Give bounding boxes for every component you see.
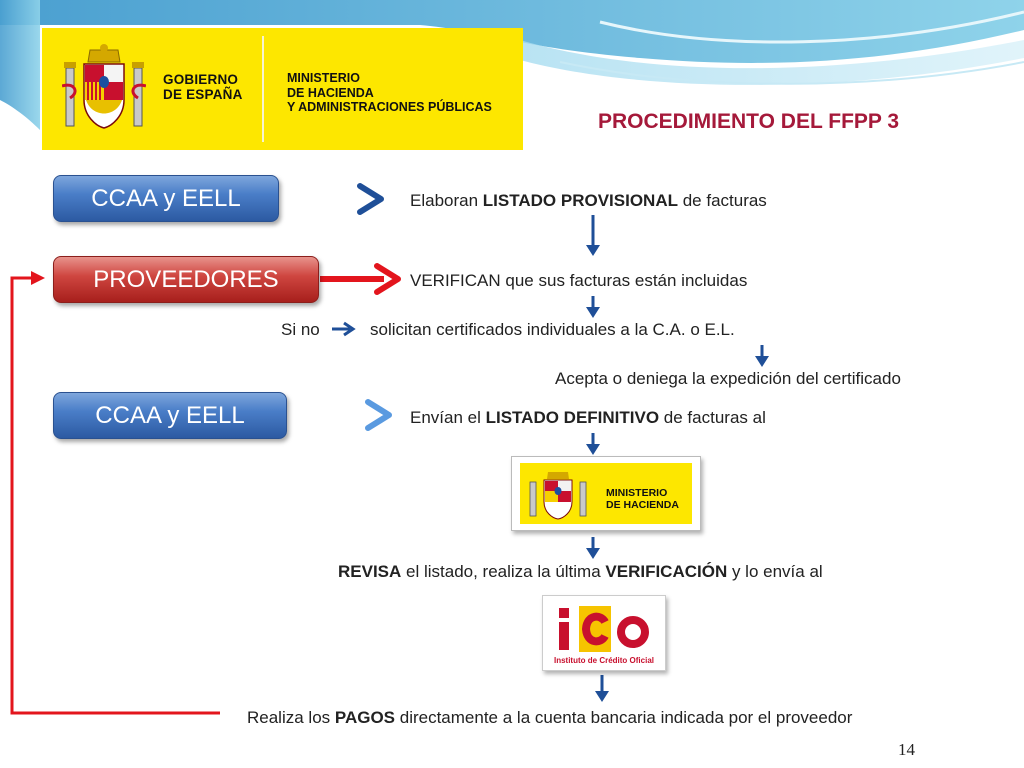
step-3-condition: Si no (281, 320, 320, 339)
arrow-proveedores (320, 263, 401, 295)
arrow-si-no (332, 321, 356, 337)
page-number: 14 (898, 740, 915, 759)
down-arrow-3 (755, 345, 769, 367)
arrow-ccaa-2 (288, 399, 392, 431)
step-6-bold-2: VERIFICACIÓN (605, 562, 728, 581)
banner-divider (262, 36, 264, 142)
ministerio-line-2: DE HACIENDA (287, 85, 374, 100)
step-6-post: y lo envía al (727, 562, 823, 581)
step-7-post: directamente a la cuenta bancaria indica… (395, 708, 853, 727)
actor-ccaa-eell-1: CCAA y EELL (53, 175, 279, 222)
ministerio-hacienda-logo-background: MINISTERIO DE HACIENDA (520, 463, 692, 524)
step-4-text: Acepta o deniega la expedición del certi… (555, 369, 901, 388)
gobierno-line-1: GOBIERNO (163, 72, 239, 87)
ministerio-hacienda-logo: MINISTERIO DE HACIENDA (511, 456, 701, 531)
step-7-pre: Realiza los (247, 708, 335, 727)
gobierno-line-2: DE ESPAÑA (163, 87, 243, 102)
down-arrow-1 (586, 215, 600, 256)
ico-logo: Instituto de Crédito Oficial (542, 595, 666, 671)
gobierno-text: GOBIERNO DE ESPAÑA (163, 72, 243, 102)
down-arrow-6 (595, 675, 609, 702)
step-5-pre: Envían el (410, 408, 486, 427)
arrow-ccaa-1 (280, 183, 384, 215)
step-6-text: REVISA el listado, realiza la última VER… (338, 562, 823, 582)
down-arrow-4 (586, 433, 600, 455)
actor-ccaa-eell-2: CCAA y EELL (53, 392, 287, 439)
step-6-bold-1: REVISA (338, 562, 402, 581)
step-1-text: Elaboran LISTADO PROVISIONAL de facturas (410, 191, 767, 211)
actor-proveedores: PROVEEDORES (53, 256, 319, 303)
ministerio-line-3: Y ADMINISTRACIONES PÚBLICAS (287, 100, 492, 114)
step-5-post: de facturas al (659, 408, 766, 427)
ico-logo-mark-icon (559, 606, 649, 652)
step-2-text: VERIFICAN que sus facturas están incluid… (410, 271, 748, 290)
step-6-mid: el listado, realiza la última (401, 562, 606, 581)
ministerio-text: MINISTERIO DE HACIENDA Y ADMINISTRACIONE… (287, 71, 492, 115)
down-arrow-5 (586, 537, 600, 559)
mh-logo-line-2: DE HACIENDA (606, 499, 679, 511)
ico-logo-subtitle: Instituto de Crédito Oficial (553, 656, 654, 665)
step-3-text: solicitan certificados individuales a la… (370, 320, 735, 339)
small-coat-of-arms-icon (529, 472, 587, 520)
step-1-pre: Elaboran (410, 191, 483, 210)
ministerio-hacienda-logo-text: MINISTERIO DE HACIENDA (606, 487, 679, 511)
down-arrow-2 (586, 296, 600, 318)
step-5-bold: LISTADO DEFINITIVO (485, 408, 660, 427)
slide-title: PROCEDIMIENTO DEL FFPP 3 (598, 110, 900, 133)
ministerio-line-1: MINISTERIO (287, 71, 360, 85)
step-5-text: Envían el LISTADO DEFINITIVO de facturas… (410, 408, 766, 428)
step-1-post: de facturas (677, 191, 767, 210)
mh-logo-line-1: MINISTERIO (606, 487, 668, 499)
step-7-text: Realiza los PAGOS directamente a la cuen… (247, 708, 852, 728)
step-7-bold: PAGOS (334, 708, 396, 727)
coat-of-arms-icon (62, 44, 146, 129)
return-loop-arrow (10, 271, 220, 715)
step-1-bold: LISTADO PROVISIONAL (482, 191, 678, 210)
